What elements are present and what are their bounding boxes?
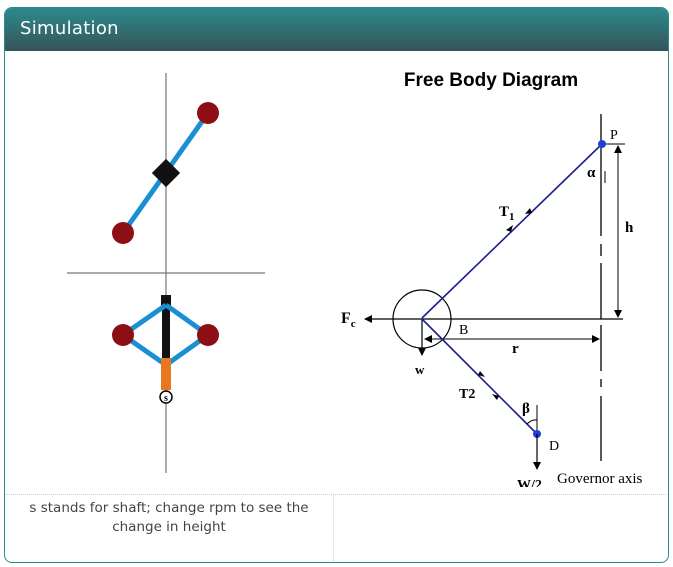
b-label: B: [459, 323, 468, 338]
top-ball-upper: [197, 102, 219, 124]
fc-label: Fc: [341, 310, 356, 330]
simulation-panel: Simulation s Free Body Diagram: [4, 7, 669, 563]
shaft-marker-label: s: [164, 393, 168, 404]
p-label: P: [610, 128, 618, 143]
t2-line: [421, 318, 538, 435]
alpha-label: α: [587, 165, 596, 181]
t1-arrow-lower: [506, 225, 513, 232]
h-label: h: [625, 220, 634, 236]
t1-line: [421, 143, 603, 319]
top-ball-lower: [112, 222, 134, 244]
governor-axis-label: Governor axis: [557, 471, 643, 487]
d-label: D: [549, 439, 559, 454]
caption-row: s stands for shaft; change rpm to see th…: [5, 494, 668, 562]
r-label: r: [512, 341, 519, 357]
right-ball: [197, 324, 219, 346]
panel-header: Simulation: [5, 8, 668, 51]
node-p: [598, 140, 606, 148]
top-block: [161, 295, 171, 307]
caption-text: s stands for shaft; change rpm to see th…: [29, 500, 309, 535]
beta-label: β: [522, 401, 530, 417]
fbd-title: Free Body Diagram: [403, 70, 579, 91]
w-label: w: [415, 362, 425, 377]
t2-label: T2: [459, 387, 475, 402]
governor-simulation: s: [67, 73, 265, 473]
t2-arrow-upper: [478, 371, 485, 377]
left-ball: [112, 324, 134, 346]
t1-label: T1: [499, 204, 515, 223]
shaft-marker-circle: [159, 390, 173, 404]
t2-arrow-lower: [492, 394, 499, 400]
free-body-diagram: h Fc r w B T1 α P T2 β: [341, 114, 643, 487]
spindle: [162, 297, 170, 367]
w2-label: W/2: [517, 478, 542, 487]
t1-arrow-upper: [525, 208, 532, 214]
sleeve: [161, 358, 171, 390]
caption-cell: s stands for shaft; change rpm to see th…: [5, 495, 334, 562]
beta-arc: [526, 419, 538, 425]
panel-title: Simulation: [20, 18, 119, 39]
